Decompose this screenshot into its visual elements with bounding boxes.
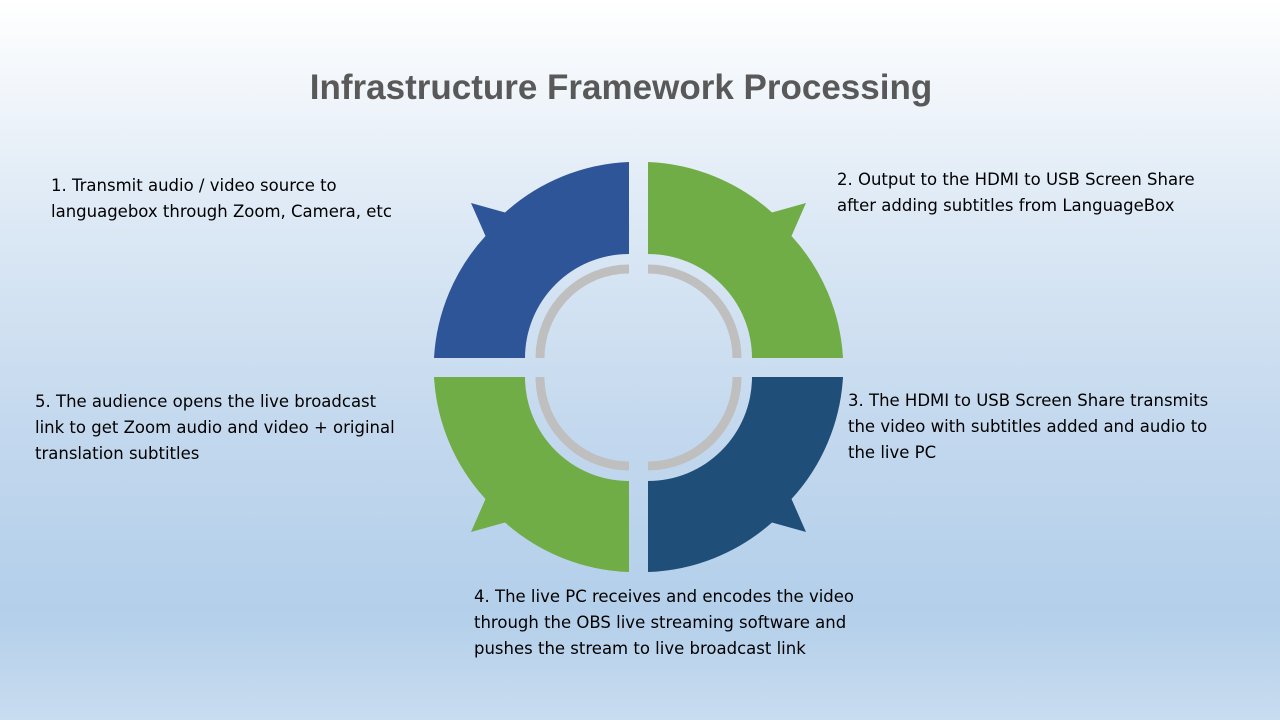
step-3-line: the video with subtitles added and audio… xyxy=(848,417,1208,436)
step-4-text: 4. The live PC receives and encodes the … xyxy=(474,584,854,662)
step-4-line: through the OBS live streaming software … xyxy=(474,613,847,632)
step-1-text: 1. Transmit audio / video source to lang… xyxy=(51,173,392,225)
step-3-line: 3. The HDMI to USB Screen Share transmit… xyxy=(848,391,1209,410)
step-2-text: 2. Output to the HDMI to USB Screen Shar… xyxy=(837,167,1195,219)
step-3-line: the live PC xyxy=(848,443,937,462)
cycle-segment-step1 xyxy=(434,162,629,358)
cycle-segment-step4 xyxy=(434,377,629,572)
step-5-line: link to get Zoom audio and video + origi… xyxy=(35,418,395,437)
step-1-line: 1. Transmit audio / video source to xyxy=(51,176,337,195)
step-5-line: translation subtitles xyxy=(35,444,200,463)
step-4-line: pushes the stream to live broadcast link xyxy=(474,639,806,658)
step-1-line: languagebox through Zoom, Camera, etc xyxy=(51,202,392,221)
ring-segment-bottom-right xyxy=(647,376,742,471)
step-4-line: 4. The live PC receives and encodes the … xyxy=(474,587,855,606)
step-3-text: 3. The HDMI to USB Screen Share transmit… xyxy=(848,388,1208,466)
step-2-line: 2. Output to the HDMI to USB Screen Shar… xyxy=(837,170,1195,189)
cycle-segment-step2 xyxy=(648,162,843,358)
ring-segment-bottom-left xyxy=(535,376,630,471)
diagram-title: Infrastructure Framework Processing xyxy=(309,68,933,107)
cycle-segment-step3 xyxy=(648,377,843,572)
ring-segment-top-left xyxy=(535,264,630,359)
step-5-line: 5. The audience opens the live broadcast xyxy=(35,392,377,411)
step-2-line: after adding subtitles from LanguageBox xyxy=(837,196,1175,215)
ring-segment-top-right xyxy=(647,264,742,359)
step-5-text: 5. The audience opens the live broadcast… xyxy=(35,389,395,467)
